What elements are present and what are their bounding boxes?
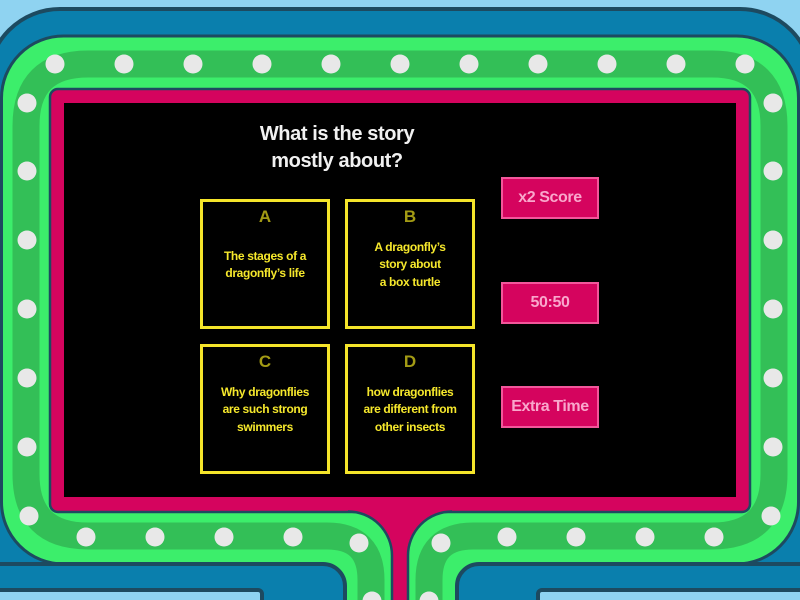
answer-letter: A [258, 207, 272, 226]
frame-light [763, 93, 783, 113]
fifty-fifty-button[interactable]: 50:50 [501, 282, 599, 324]
question-line-1: What is the story [259, 123, 415, 145]
frame-light [431, 533, 451, 553]
frame-light [145, 527, 165, 547]
pink-stem-outline [347, 510, 453, 600]
question-text: What is the story mostly about? [237, 121, 437, 175]
question-line-2: mostly about? [271, 150, 403, 172]
frame-light [17, 230, 37, 250]
answer-text-line: Why dragonflies [220, 384, 310, 399]
answer-letter: B [403, 207, 417, 226]
frame-light [362, 591, 382, 600]
answer-letter: D [403, 352, 417, 371]
answer-text: The stages of a dragonfly’s life [207, 237, 323, 293]
answer-text-line: are different from [363, 402, 457, 417]
frame-light [528, 54, 548, 74]
answer-option-c[interactable]: C Why dragonflies are such strong swimme… [200, 344, 330, 474]
frame-light [17, 93, 37, 113]
frame-light [17, 437, 37, 457]
frame-light [17, 299, 37, 319]
frame-light [497, 527, 517, 547]
frame-light [114, 54, 134, 74]
frame-light [566, 527, 586, 547]
frame-light [597, 54, 617, 74]
x2-score-button[interactable]: x2 Score [501, 177, 599, 219]
frame-light [390, 54, 410, 74]
frame-light [214, 527, 234, 547]
lower-left-inset [0, 588, 264, 600]
answer-text-line: dragonfly’s life [225, 266, 305, 280]
frame-light [419, 591, 439, 600]
frame-light [763, 230, 783, 250]
frame-light [459, 54, 479, 74]
frame-light [761, 506, 781, 526]
frame-light [17, 368, 37, 388]
frame-light [45, 54, 65, 74]
frame-light [283, 527, 303, 547]
frame-light [763, 161, 783, 181]
frame-light [735, 54, 755, 74]
answer-text-line: a box turtle [379, 274, 441, 289]
frame-light [763, 299, 783, 319]
frame-light [321, 54, 341, 74]
frame-light [252, 54, 272, 74]
frame-light [183, 54, 203, 74]
frame-light [763, 368, 783, 388]
answer-text: A dragonfly’s story about a box turtle [352, 237, 468, 293]
frame-light [17, 161, 37, 181]
frame-light [349, 533, 369, 553]
frame-light [635, 527, 655, 547]
frame-light [666, 54, 686, 74]
answer-option-b[interactable]: B A dragonfly’s story about a box turtle [345, 199, 475, 329]
frame-light [19, 506, 39, 526]
answer-text-line: swimmers [237, 419, 293, 434]
frame-light [704, 527, 724, 547]
extra-time-button[interactable]: Extra Time [501, 386, 599, 428]
answer-text-line: A dragonfly’s [374, 239, 446, 254]
answer-option-a[interactable]: A The stages of a dragonfly’s life [200, 199, 330, 329]
answer-option-d[interactable]: D how dragonflies are different from oth… [345, 344, 475, 474]
pink-stem [340, 505, 460, 600]
lower-right-inset [536, 588, 800, 600]
answer-text: how dragonflies are different from other… [352, 382, 468, 438]
frame-light [763, 437, 783, 457]
answer-text-line: how dragonflies [366, 384, 454, 399]
frame-lights [17, 54, 783, 600]
answer-text-line: other insects [374, 419, 446, 434]
frame-light [76, 527, 96, 547]
answer-text: Why dragonflies are such strong swimmers [207, 382, 323, 438]
answer-text-line: The stages of a [223, 248, 307, 263]
answer-text-line: are such strong [222, 402, 308, 417]
answer-letter: C [258, 352, 272, 371]
answer-text-line: story about [379, 257, 441, 272]
